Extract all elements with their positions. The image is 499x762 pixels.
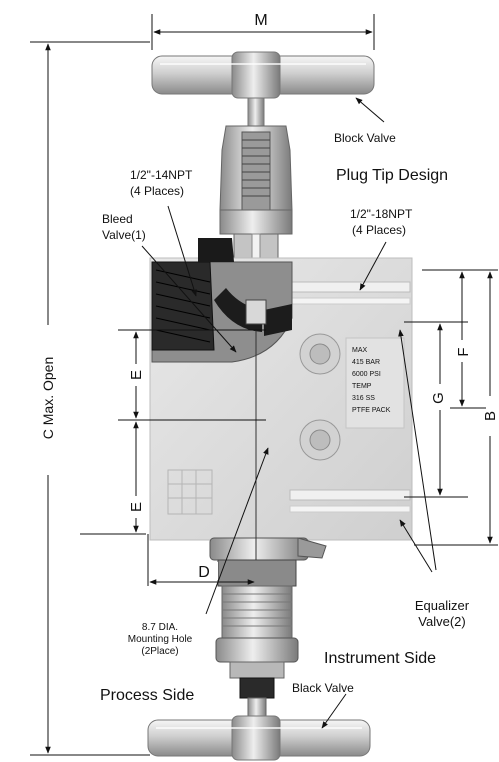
label-block-valve: Block Valve	[334, 131, 396, 145]
leader-mounting-hole	[205, 447, 269, 615]
leader-lines	[141, 97, 437, 729]
callout-labels: Block Valve Plug Tip Design 1/2"-14NPT (…	[100, 131, 470, 704]
label-npt18-line1: 1/2"-18NPT	[350, 207, 413, 221]
label-equalizer-line1: Equalizer	[415, 598, 470, 613]
leader-bleed	[141, 245, 237, 353]
label-mount-line1: 8.7 DIA.	[142, 622, 178, 633]
dim-label-f: F	[455, 347, 472, 356]
plate-line-3: 6000 PSI	[352, 371, 381, 378]
dimension-f: F	[450, 271, 486, 409]
dimension-d: D	[147, 534, 255, 586]
leader-equalizer-upper	[398, 329, 437, 571]
dim-label-b: B	[482, 411, 499, 421]
plate-line-6: PTFE PACK	[352, 407, 391, 414]
leader-npt18	[359, 241, 387, 291]
dimension-g: G	[404, 321, 468, 498]
plate-line-4: TEMP	[352, 383, 372, 390]
leader-npt14	[167, 205, 197, 297]
name-plate: MAX 415 BAR 6000 PSI TEMP 316 SS PTFE PA…	[345, 337, 405, 429]
label-black-valve: Black Valve	[292, 681, 354, 695]
top-t-handle	[151, 51, 375, 99]
dim-label-m: M	[254, 12, 267, 29]
dim-label-d: D	[198, 564, 210, 581]
dimension-b: B	[414, 269, 499, 546]
label-plug-tip: Plug Tip Design	[336, 167, 448, 184]
bottom-t-handle	[147, 715, 371, 761]
dim-label-g: G	[430, 392, 447, 404]
label-mount-line2: Mounting Hole	[128, 634, 193, 645]
label-mount-line3: (2Place)	[141, 646, 178, 657]
leader-equalizer-lower	[399, 519, 433, 573]
dim-label-e-upper: E	[128, 370, 145, 380]
leader-block-valve	[355, 97, 385, 123]
label-process-side: Process Side	[100, 687, 194, 704]
label-npt14-line1: 1/2"-14NPT	[130, 168, 193, 182]
label-bleed-line1: Bleed	[102, 212, 133, 226]
cutaway-section	[151, 238, 293, 363]
label-npt18-line2: (4 Places)	[352, 223, 406, 237]
plate-line-5: 316 SS	[352, 395, 375, 402]
label-equalizer-line2: Valve(2)	[418, 614, 465, 629]
dim-label-e-lower: E	[128, 502, 145, 512]
plate-line-2: 415 BAR	[352, 359, 380, 366]
label-bleed-line2: Valve(1)	[102, 228, 146, 242]
label-instrument-side: Instrument Side	[324, 650, 436, 667]
bottom-nut-and-stem	[209, 537, 327, 725]
dimension-e-lower: E	[80, 419, 266, 535]
dimension-c: C Max. Open	[28, 41, 150, 756]
dim-label-c: C Max. Open	[40, 357, 56, 439]
label-npt14-line2: (4 Places)	[130, 184, 184, 198]
plate-line-1: MAX	[352, 347, 368, 354]
dimension-m: M	[151, 8, 375, 50]
leader-black-valve	[321, 693, 347, 729]
